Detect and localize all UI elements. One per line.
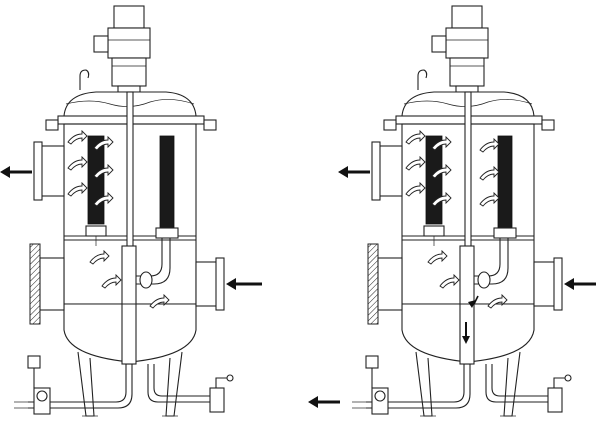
inlet-arrow-icon (564, 278, 596, 290)
waste-discharge-arrow-icon (308, 396, 340, 408)
right-flow-arrows (405, 130, 508, 309)
left-flow-arrows (67, 130, 170, 309)
outlet-arrow-icon (0, 166, 32, 178)
right-filter-panel (338, 5, 596, 417)
drain-arrow-icon (462, 295, 479, 344)
left-filter-panel (0, 5, 262, 417)
outlet-arrow-icon (338, 166, 370, 178)
inlet-arrow-icon (226, 278, 262, 290)
